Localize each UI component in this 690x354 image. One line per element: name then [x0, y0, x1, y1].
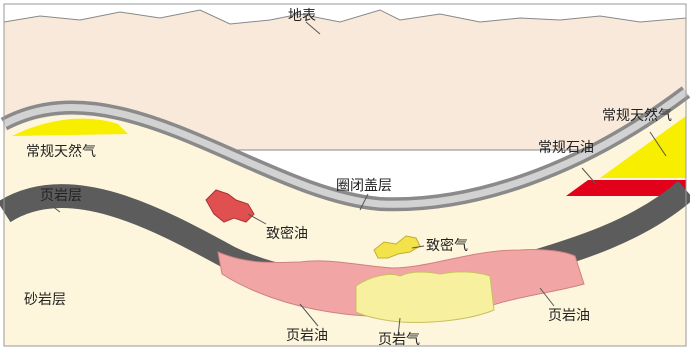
leader-conventional-oil	[581, 167, 597, 185]
label-conventional-gas-left: 常规天然气	[26, 143, 96, 160]
tight-gas-blob	[373, 235, 421, 259]
label-tight-oil: 致密油	[266, 225, 308, 242]
leader-cap-rock	[359, 193, 369, 211]
label-surface: 地表	[288, 8, 316, 24]
label-shale-gas: 页岩气	[378, 332, 420, 348]
cap-rock-inner	[2, 89, 689, 208]
label-sandstone-layer: 砂岩层	[24, 292, 66, 308]
conventional-gas-right	[600, 116, 686, 178]
label-shale-oil-left: 页岩油	[286, 328, 328, 344]
surface-layer	[3, 9, 687, 151]
leader-shale-oil-right	[539, 287, 555, 307]
label-tight-gas: 致密气	[426, 237, 468, 254]
leader-tight-oil	[247, 213, 267, 225]
leader-shale-layer	[51, 205, 61, 213]
conventional-gas-left	[12, 118, 128, 136]
label-conventional-gas-right: 常规天然气	[602, 107, 672, 124]
label-conventional-oil: 常规石油	[538, 140, 594, 156]
diagram-frame	[3, 3, 687, 347]
leader-tight-gas	[411, 245, 425, 249]
leader-conventional-gas-right	[649, 131, 667, 157]
tight-oil-blob	[205, 189, 255, 223]
leader-shale-oil-left	[299, 303, 319, 327]
label-shale-oil-right: 页岩油	[548, 308, 590, 324]
label-cap-rock: 圈闭盖层	[336, 178, 392, 194]
leader-shale-gas	[397, 317, 401, 337]
shale-gas-zone	[355, 271, 495, 323]
label-shale-layer: 页岩层	[40, 188, 82, 204]
leader-surface	[305, 21, 321, 35]
